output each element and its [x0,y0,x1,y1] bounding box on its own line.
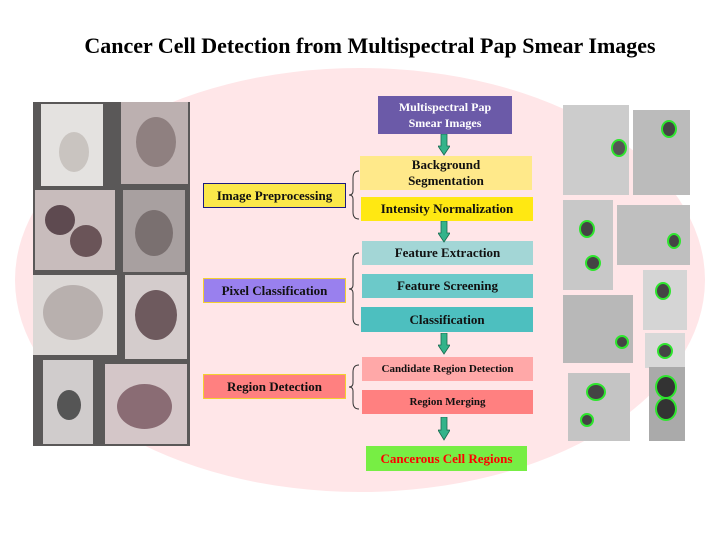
cancerous-cell-regions-box: Cancerous Cell Regions [366,446,527,471]
down-arrow-icon [438,134,450,156]
down-arrow-icon [438,417,450,441]
down-arrow-icon [438,221,450,243]
down-arrow-icon [438,333,450,355]
intensity-normalization-box: Intensity Normalization [361,197,533,221]
brace-icon [348,252,360,326]
background-segmentation-box: Background Segmentation [360,156,532,190]
brace-icon [348,170,360,220]
input-images-box: Multispectral Pap Smear Images [378,96,512,134]
brace-icon [348,364,360,410]
pixel-classification-label: Pixel Classification [203,278,346,303]
region-merging-box: Region Merging [362,390,533,414]
classification-box: Classification [361,307,533,332]
candidate-region-detection-box: Candidate Region Detection [362,357,533,381]
result-micrograph-collage [563,105,690,441]
feature-extraction-box: Feature Extraction [362,241,533,265]
image-preprocessing-label: Image Preprocessing [203,183,346,208]
slide-title: Cancer Cell Detection from Multispectral… [84,33,656,58]
region-detection-label: Region Detection [203,374,346,399]
feature-screening-box: Feature Screening [362,274,533,298]
input-micrograph-collage [33,102,190,446]
